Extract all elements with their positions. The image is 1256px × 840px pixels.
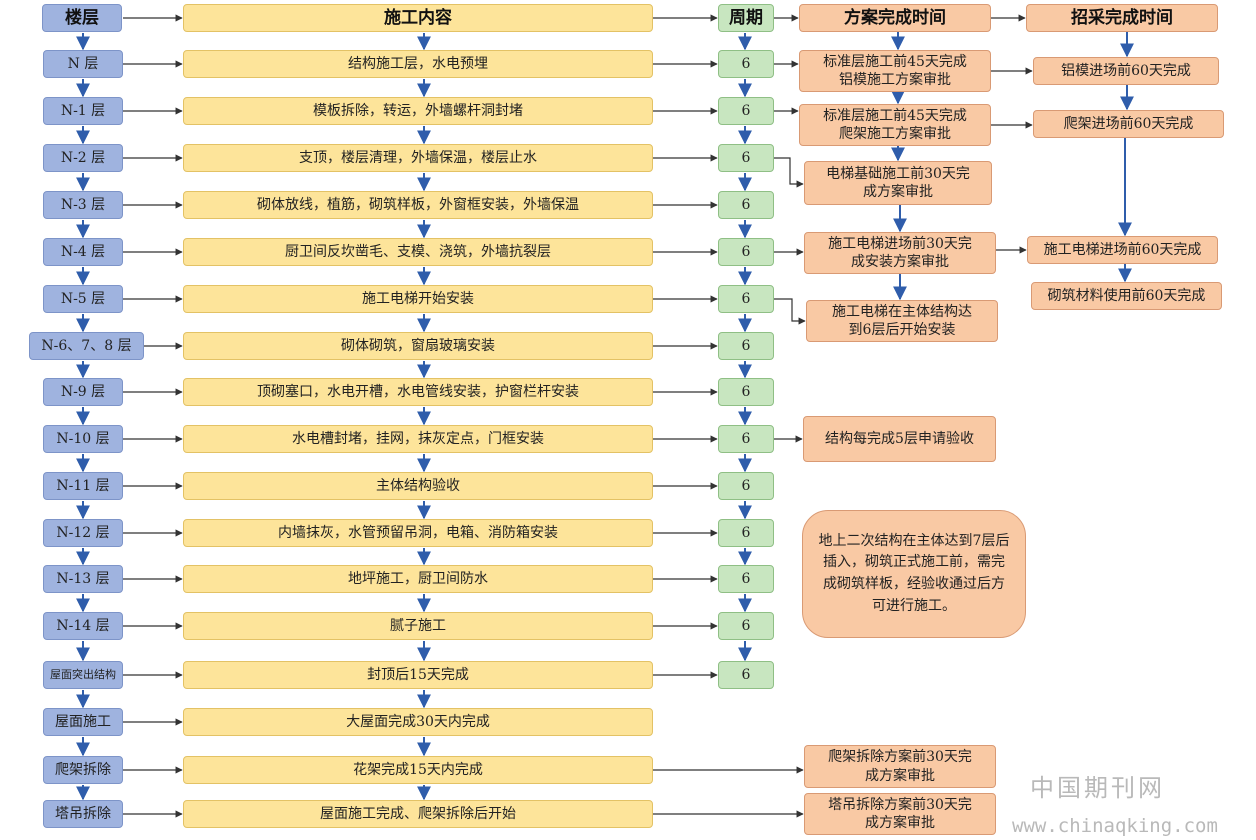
period-cell: 6 (718, 565, 774, 593)
task-content: 施工电梯开始安装 (183, 285, 653, 313)
task-content: 模板拆除，转运，外墙螺杆洞封堵 (183, 97, 653, 125)
task-content: 砌体砌筑，窗扇玻璃安装 (183, 332, 653, 360)
floor-label: N-5 层 (43, 285, 123, 313)
period-cell: 6 (718, 612, 774, 640)
period-cell: 6 (718, 332, 774, 360)
floor-label: 爬架拆除 (43, 756, 123, 784)
period-cell: 6 (718, 50, 774, 78)
note-secondary-structure: 地上二次结构在主体达到7层后插入，砌筑正式施工前，需完成砌筑样板，经验收通过后方… (802, 510, 1026, 638)
floor-label: N 层 (43, 50, 123, 78)
floor-label: N-12 层 (43, 519, 123, 547)
header-floor: 楼层 (42, 4, 122, 32)
period-cell: 6 (718, 425, 774, 453)
floor-label: N-14 层 (43, 612, 123, 640)
period-cell: 6 (718, 661, 774, 689)
period-cell: 6 (718, 97, 774, 125)
plan-aluminum-formwork: 标准层施工前45天完成 铝模施工方案审批 (799, 50, 991, 92)
task-content: 支顶，楼层清理，外墙保温，楼层止水 (183, 144, 653, 172)
period-cell: 6 (718, 472, 774, 500)
floor-label: 屋面突出结构 (43, 661, 123, 689)
floor-label: 塔吊拆除 (43, 800, 123, 828)
plan-elevator-install: 施工电梯进场前30天完 成安装方案审批 (804, 232, 996, 274)
floor-label: N-9 层 (43, 378, 123, 406)
floor-label: N-6、7、8 层 (29, 332, 144, 360)
procure-aluminum-formwork: 铝模进场前60天完成 (1033, 57, 1219, 85)
task-content: 地坪施工，厨卫间防水 (183, 565, 653, 593)
task-content: 大屋面完成30天内完成 (183, 708, 653, 736)
watermark-url: www.chinaqking.com (1012, 815, 1218, 837)
task-content: 花架完成15天内完成 (183, 756, 653, 784)
floor-label: N-1 层 (43, 97, 123, 125)
task-content: 顶砌塞口，水电开槽，水电管线安装，护窗栏杆安装 (183, 378, 653, 406)
task-content: 封顶后15天完成 (183, 661, 653, 689)
plan-elevator-start: 施工电梯在主体结构达 到6层后开始安装 (806, 300, 998, 342)
period-cell: 6 (718, 285, 774, 313)
header-period: 周期 (718, 4, 774, 32)
floor-label: N-11 层 (43, 472, 123, 500)
watermark-cn: 中国期刊网 (1030, 774, 1165, 802)
task-content: 水电槽封堵，挂网，抹灰定点，门框安装 (183, 425, 653, 453)
period-to-plan-arrow (774, 298, 806, 325)
task-content: 厨卫间反坎凿毛、支模、浇筑，外墙抗裂层 (183, 238, 653, 266)
plan-climbing-frame: 标准层施工前45天完成 爬架施工方案审批 (799, 104, 991, 146)
plan-climbing-removal: 爬架拆除方案前30天完 成方案审批 (804, 745, 996, 788)
plan-elevator-foundation: 电梯基础施工前30天完 成方案审批 (804, 161, 992, 205)
period-cell: 6 (718, 191, 774, 219)
floor-label: N-13 层 (43, 565, 123, 593)
floor-label: N-2 层 (43, 144, 123, 172)
period-cell: 6 (718, 238, 774, 266)
period-cell: 6 (718, 144, 774, 172)
plan-acceptance: 结构每完成5层申请验收 (803, 416, 996, 462)
task-content: 腻子施工 (183, 612, 653, 640)
task-content: 屋面施工完成、爬架拆除后开始 (183, 800, 653, 828)
header-plan-time: 方案完成时间 (799, 4, 991, 32)
plan-tower-crane-removal: 塔吊拆除方案前30天完 成方案审批 (804, 793, 996, 835)
procure-construction-elevator: 施工电梯进场前60天完成 (1027, 236, 1218, 264)
header-procure-time: 招采完成时间 (1026, 4, 1218, 32)
floor-label: N-3 层 (43, 191, 123, 219)
task-content: 砌体放线，植筋，砌筑样板，外窗框安装，外墙保温 (183, 191, 653, 219)
period-cell: 6 (718, 519, 774, 547)
procure-masonry-material: 砌筑材料使用前60天完成 (1031, 282, 1222, 310)
period-cell: 6 (718, 378, 774, 406)
floor-label: N-4 层 (43, 238, 123, 266)
floor-label: N-10 层 (43, 425, 123, 453)
task-content: 内墙抹灰，水管预留吊洞，电箱、消防箱安装 (183, 519, 653, 547)
task-content: 主体结构验收 (183, 472, 653, 500)
period-to-plan-arrow (774, 157, 804, 188)
task-content: 结构施工层，水电预埋 (183, 50, 653, 78)
floor-label: 屋面施工 (43, 708, 123, 736)
procure-climbing-frame: 爬架进场前60天完成 (1033, 110, 1224, 138)
header-task: 施工内容 (183, 4, 653, 32)
